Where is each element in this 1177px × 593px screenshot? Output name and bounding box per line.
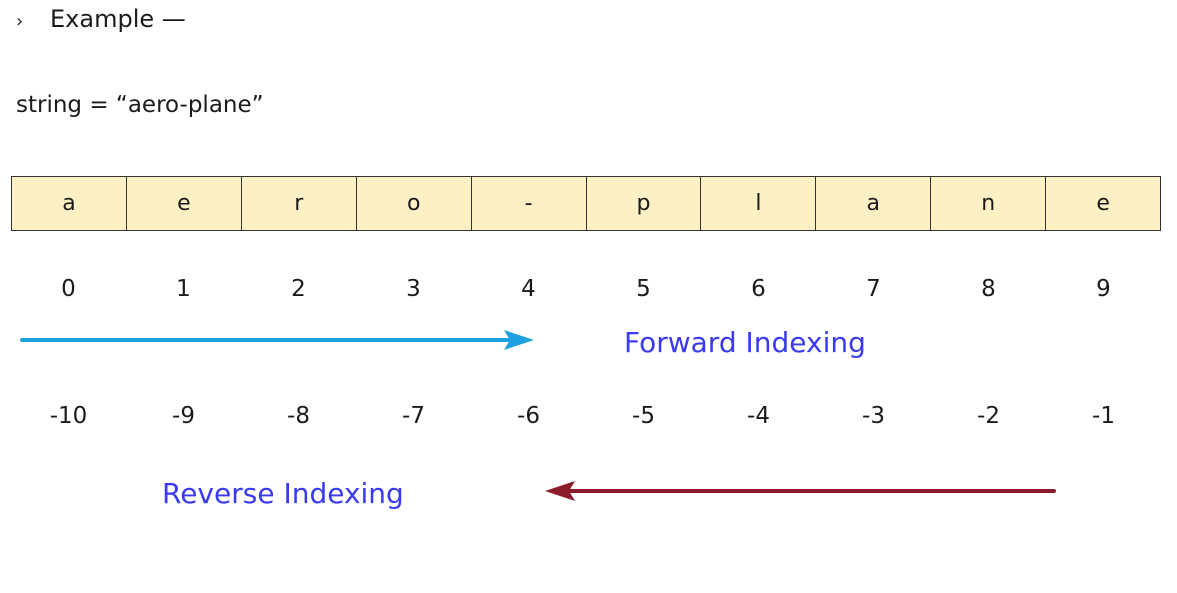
forward-index: 1 — [176, 276, 191, 302]
example-heading-text: Example — — [50, 5, 186, 33]
char-cell: o — [355, 177, 471, 230]
char-cell: e — [1045, 177, 1160, 230]
string-definition: string = “aero-plane” — [16, 92, 264, 118]
forward-index: 4 — [521, 276, 536, 302]
reverse-index: -4 — [747, 403, 770, 429]
reverse-index: -3 — [862, 403, 885, 429]
reverse-index: -5 — [632, 403, 655, 429]
character-cells: a e r o - p l a n e — [11, 176, 1161, 231]
char-cell: a — [815, 177, 930, 230]
forward-index: 3 — [406, 276, 421, 302]
reverse-index: -1 — [1092, 403, 1115, 429]
char-cell: l — [700, 177, 815, 230]
forward-index: 6 — [751, 276, 766, 302]
forward-index: 7 — [866, 276, 881, 302]
reverse-index: -7 — [402, 403, 425, 429]
forward-index: 5 — [636, 276, 651, 302]
reverse-index-row: -10 -9 -8 -7 -6 -5 -4 -3 -2 -1 — [11, 401, 1161, 431]
forward-index: 2 — [291, 276, 306, 302]
reverse-indexing-label: Reverse Indexing — [162, 477, 404, 510]
reverse-index: -9 — [172, 403, 195, 429]
bullet-icon: › — [16, 11, 24, 32]
forward-indexing-label: Forward Indexing — [624, 326, 866, 359]
char-cell: p — [585, 177, 701, 230]
reverse-index: -8 — [287, 403, 310, 429]
reverse-index: -10 — [49, 403, 88, 429]
reverse-arrow-icon — [545, 481, 1056, 501]
char-cell: e — [125, 177, 241, 230]
forward-index: 9 — [1096, 276, 1111, 302]
char-cell: n — [930, 177, 1045, 230]
reverse-index: -6 — [517, 403, 540, 429]
forward-index-row: 0 1 2 3 4 5 6 7 8 9 — [11, 274, 1161, 304]
forward-index: 8 — [981, 276, 996, 302]
char-cell: - — [470, 177, 586, 230]
char-cell: a — [62, 191, 76, 216]
forward-index: 0 — [61, 276, 76, 302]
char-cell: r — [240, 177, 356, 230]
forward-arrow-icon — [20, 330, 534, 350]
example-heading: › Example — — [16, 4, 186, 37]
reverse-index: -2 — [977, 403, 1000, 429]
